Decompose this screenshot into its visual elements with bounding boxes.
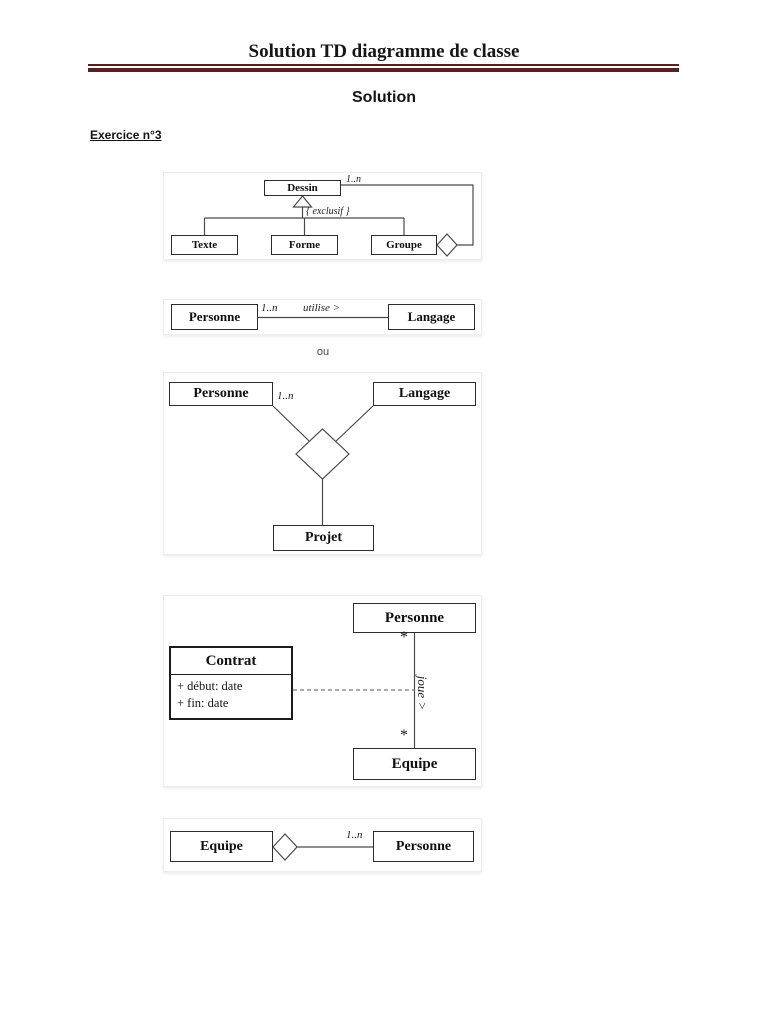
class-langage: Langage [388, 304, 475, 330]
aggregation-diamond-icon [436, 233, 458, 257]
aggregation-diamond-icon [272, 833, 298, 861]
class-diagram-association-class-figure: Personne * joue > * Equipe Contrat + déb… [163, 595, 482, 787]
diagram1-connectors [203, 184, 474, 257]
class-contrat: Contrat + début: date + fin: date [169, 646, 293, 720]
class-diagram-ternary-figure: Personne Langage 1..n Projet [163, 372, 482, 555]
class-contrat-attributes: + début: date + fin: date [171, 675, 291, 718]
class-diagram-aggregation-figure: Equipe 1..n Personne [163, 818, 482, 872]
alternative-separator: ou [316, 346, 330, 358]
multiplicity-star-top: * [400, 629, 408, 646]
class-personne: Personne [169, 382, 273, 406]
inheritance-triangle-icon [292, 195, 313, 208]
class-diagram-inheritance-figure: Dessin 1..n { exclusif } Texte Forme Gro… [163, 172, 482, 260]
divider-thick-line [88, 68, 679, 72]
class-contrat-name: Contrat [171, 648, 291, 675]
nary-association-diamond-icon [295, 428, 350, 480]
page-title: Solution TD diagramme de classe [248, 41, 520, 62]
class-texte: Texte [171, 235, 238, 255]
diagram2-connectors [258, 316, 388, 319]
exercise-heading: Exercice n°3 [90, 128, 162, 142]
joue-association-label: joue > [415, 675, 430, 711]
class-projet: Projet [273, 525, 374, 551]
exclusif-constraint-label: { exclusif } [306, 206, 350, 217]
attribute-debut: + début: date [177, 679, 243, 693]
divider-gap [88, 66, 679, 68]
class-diagram-association-figure: Personne Langage 1..n utilise > [163, 299, 482, 335]
class-equipe: Equipe [170, 831, 273, 862]
class-groupe: Groupe [371, 235, 437, 255]
section-subtitle: Solution [352, 89, 416, 106]
diagram3-connectors [272, 405, 374, 525]
class-equipe: Equipe [353, 748, 476, 780]
aggregation-connector-line [341, 184, 474, 246]
class-langage: Langage [373, 382, 476, 406]
divider-thin-line [88, 64, 679, 66]
class-dessin: Dessin [264, 180, 341, 196]
diagram4-connectors [293, 633, 416, 748]
attribute-fin: + fin: date [177, 696, 229, 710]
class-personne: Personne [171, 304, 258, 330]
multiplicity-star-bottom: * [400, 727, 408, 744]
multiplicity-label: 1..n [261, 302, 278, 314]
association-name-label: utilise > [303, 302, 341, 314]
class-personne: Personne [353, 603, 476, 633]
multiplicity-label: 1..n [346, 174, 361, 185]
class-personne: Personne [373, 831, 474, 862]
class-forme: Forme [271, 235, 338, 255]
multiplicity-label: 1..n [346, 829, 363, 841]
multiplicity-label: 1..n [277, 390, 294, 402]
title-divider [88, 64, 679, 72]
diagram5-connectors [272, 833, 373, 861]
